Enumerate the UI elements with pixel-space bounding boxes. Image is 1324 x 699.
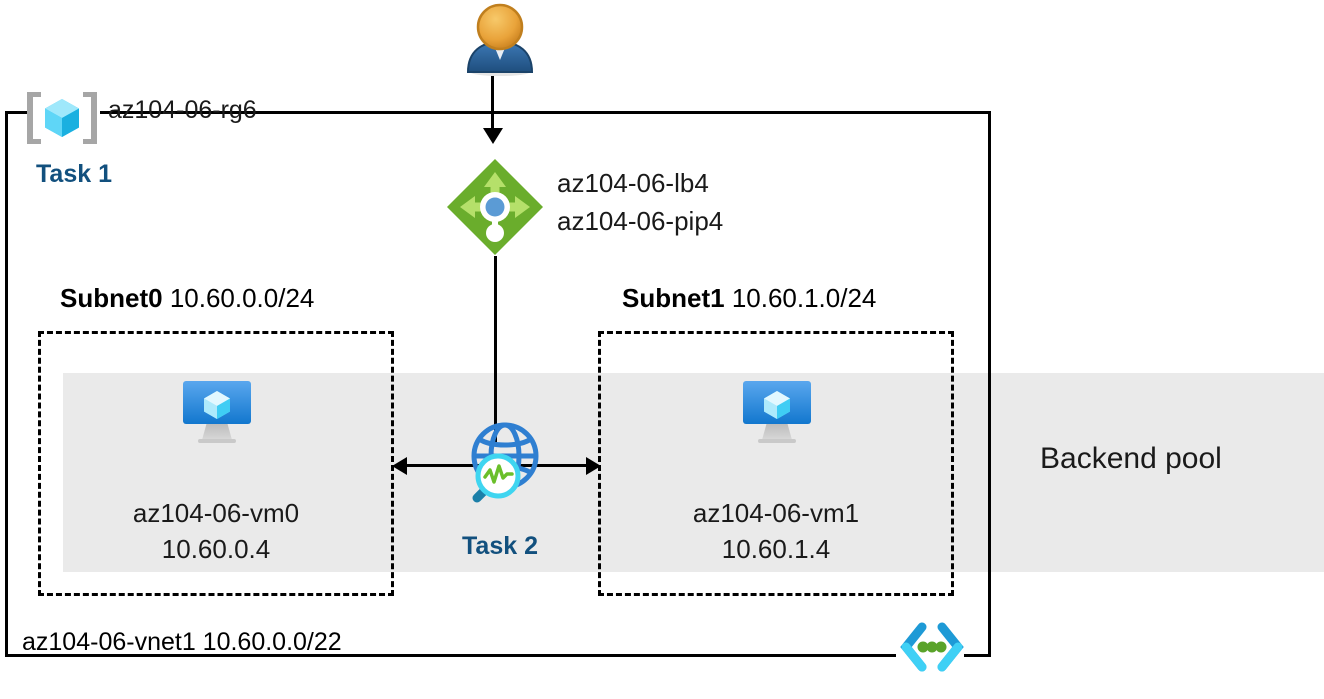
public-ip-name: az104-06-pip4 — [557, 206, 724, 236]
vm1-ip: 10.60.1.4 — [721, 534, 831, 564]
load-balancer-labels: az104-06-lb4 az104-06-pip4 — [557, 164, 723, 240]
subnet0-header: Subnet0 10.60.0.0/24 — [60, 283, 314, 314]
backend-pool-label: Backend pool — [1040, 442, 1222, 475]
vm0-name: az104-06-vm0 — [132, 498, 300, 528]
subnet0-name: Subnet0 — [60, 283, 163, 313]
resource-group-border-bottom-left — [5, 654, 896, 657]
arrowhead-user-to-load-balancer — [483, 128, 503, 144]
resource-group-border-top-right — [100, 111, 991, 114]
resource-group-border-right — [988, 111, 991, 657]
vm1-labels: az104-06-vm1 10.60.1.4 — [605, 495, 947, 567]
line-load-balancer-to-network-watcher — [494, 256, 497, 446]
subnet0-cidr: 10.60.0.0/24 — [169, 283, 315, 313]
resource-group-name: az104-06-rg6 — [108, 96, 257, 124]
arrowhead-toward-subnet0 — [392, 457, 407, 475]
load-balancer-icon — [443, 155, 547, 259]
arrow-user-to-load-balancer — [491, 76, 494, 134]
vm1-name: az104-06-vm1 — [692, 498, 860, 528]
network-watcher-icon — [455, 420, 547, 512]
subnet1-name: Subnet1 — [622, 283, 725, 313]
task-2-label: Task 2 — [462, 532, 538, 560]
arrowhead-toward-subnet1 — [586, 457, 601, 475]
user-icon — [458, 2, 542, 76]
virtual-machine-icon — [180, 378, 254, 444]
resource-group-border-top-left — [5, 111, 29, 114]
resource-group-border-bottom-right — [964, 654, 991, 657]
virtual-machine-icon — [740, 378, 814, 444]
load-balancer-name: az104-06-lb4 — [557, 168, 709, 198]
backend-pool-band — [63, 373, 1324, 572]
vm0-labels: az104-06-vm0 10.60.0.4 — [45, 495, 387, 567]
resource-group-border-left — [5, 111, 8, 657]
vnet-label: az104-06-vnet1 10.60.0.0/22 — [22, 628, 342, 656]
subnet1-cidr: 10.60.1.0/24 — [731, 283, 877, 313]
resource-group-icon — [27, 92, 97, 144]
vm0-ip: 10.60.0.4 — [161, 534, 271, 564]
subnet1-header: Subnet1 10.60.1.0/24 — [622, 283, 876, 314]
virtual-network-icon — [896, 620, 968, 674]
task-1-label: Task 1 — [36, 160, 112, 188]
